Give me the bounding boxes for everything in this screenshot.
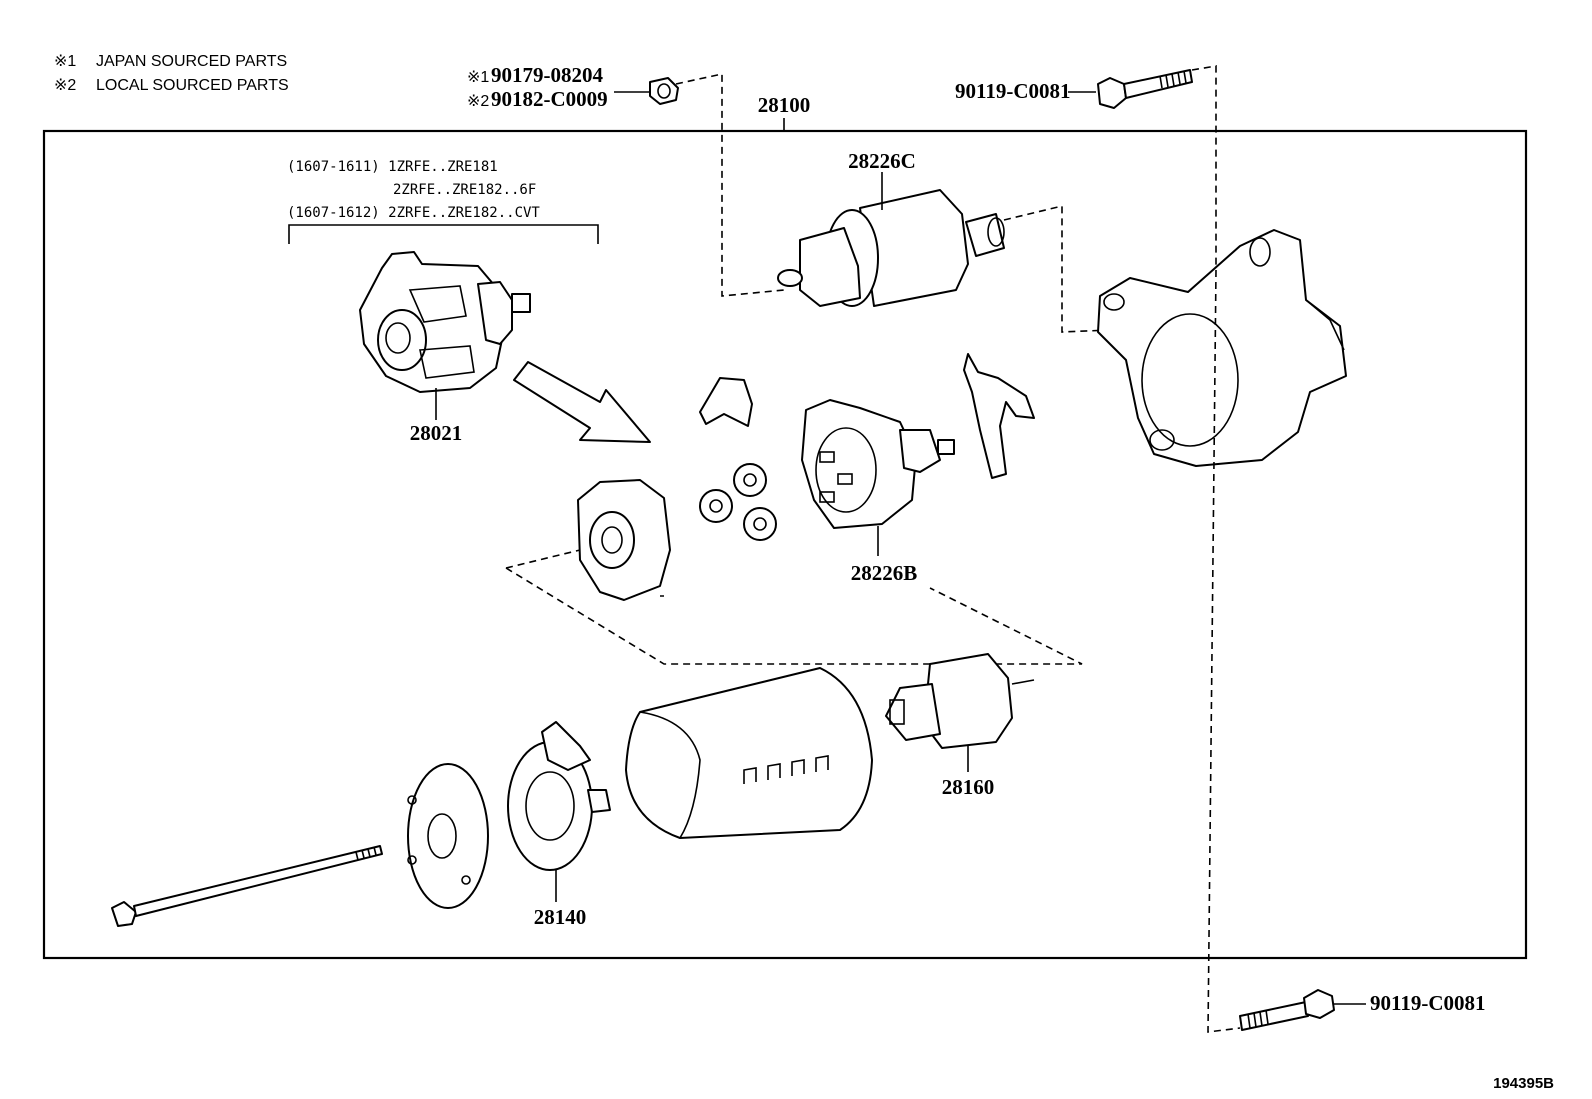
nut-callout: ※1 90179-08204 ※2 90182-C0009 [467,63,785,297]
front-cover-drawing [577,479,671,601]
part-28226C-label[interactable]: 28226C [848,149,916,173]
bolt-top-icon [1097,69,1193,109]
part-28140-drawing [507,721,611,902]
figure-id: 194395B [1493,1075,1554,1092]
part-28226B-label[interactable]: 28226B [851,561,918,585]
part-28160-drawing [885,653,1035,772]
bolt-top-callout: 90119-C0081 [955,65,1217,270]
bolt-bottom-callout: 90119-C0081 [1207,269,1486,1033]
bolt-top-dash-line [1191,65,1217,270]
legend-mark-2: ※2 [54,77,76,94]
lever-drawing [963,353,1035,479]
condition-3: (1607-1612) 2ZRFE..ZRE182..CVT [287,205,540,221]
bolt-bottom-label[interactable]: 90119-C0081 [1370,991,1486,1015]
nut-dash-line [675,73,785,297]
assembly-label[interactable]: 28100 [758,93,811,117]
nut-icon [649,77,679,105]
part-28226C-drawing [777,172,1111,333]
yoke-drawing [625,667,873,839]
direction-arrow-icon [513,361,651,443]
bolt-bottom-icon [1239,989,1335,1031]
nut-part-2[interactable]: 90182-C0009 [491,87,608,111]
bolt-top-label[interactable]: 90119-C0081 [955,79,1071,103]
solenoid-dash-line [1003,204,1111,333]
legend-text-local: LOCAL SOURCED PARTS [96,77,289,94]
part-28140-label[interactable]: 28140 [534,905,587,929]
bolt-bottom-dash-line [1207,269,1241,1033]
part-28160-label[interactable]: 28160 [942,775,995,799]
part-28021-drawing [359,251,531,420]
drive-housing-drawing [1097,229,1347,467]
condition-2: 2ZRFE..ZRE182..6F [393,182,536,198]
planetary-gears-drawing [699,463,777,541]
nut-mark-1: ※1 [467,69,489,86]
legend: ※1 JAPAN SOURCED PARTS ※2 LOCAL SOURCED … [54,53,289,94]
nut-mark-2: ※2 [467,93,489,110]
part-28226B-drawing [801,399,955,556]
legend-mark-1: ※1 [54,53,76,70]
through-bolt-drawing [111,845,383,927]
assembly-frame: 28100 [42,93,1528,960]
condition-1: (1607-1611) 1ZRFE..ZRE181 [287,159,498,175]
conditions-block: (1607-1611) 1ZRFE..ZRE181 2ZRFE..ZRE182.… [287,159,599,244]
nut-part-1[interactable]: 90179-08204 [491,63,603,87]
conditions-bracket [288,224,599,244]
retainer-drawing [699,377,753,427]
gear-dash-outline [505,549,1083,665]
end-plate-drawing [407,763,489,909]
part-28021-label[interactable]: 28021 [410,421,463,445]
legend-text-japan: JAPAN SOURCED PARTS [96,53,287,70]
assembly-box [42,129,1528,960]
